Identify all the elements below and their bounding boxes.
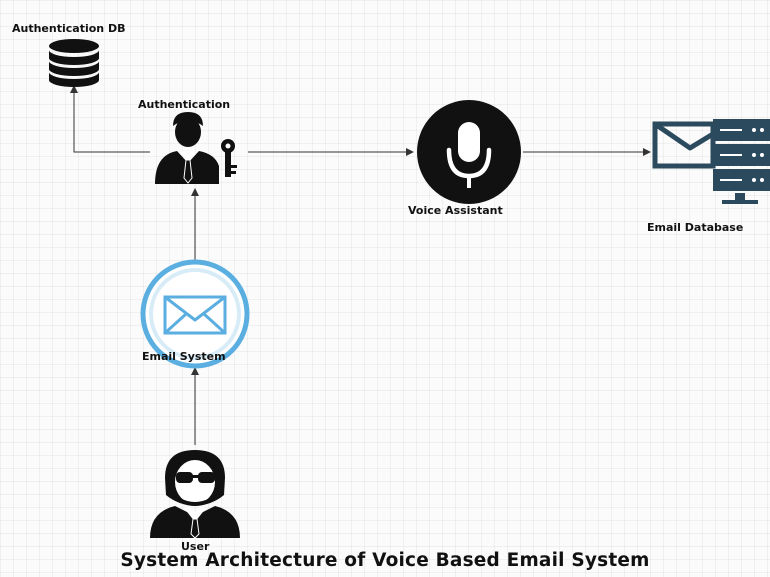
- email-server-icon: [652, 119, 770, 204]
- user-with-key-icon: [155, 112, 237, 184]
- node-label-authentication-db: Authentication DB: [12, 22, 126, 35]
- diagram-title: System Architecture of Voice Based Email…: [120, 550, 650, 571]
- node-label-email-system: Email System: [142, 350, 226, 363]
- node-label-user: User: [181, 540, 210, 553]
- edge-authentication-to-auth-db: [70, 85, 150, 153]
- connectors: [70, 85, 651, 445]
- node-label-voice-assistant: Voice Assistant: [408, 204, 503, 217]
- envelope-icon: [140, 259, 250, 369]
- node-label-authentication: Authentication: [138, 98, 231, 111]
- node-label-email-database: Email Database: [647, 221, 744, 234]
- database-icon: [49, 39, 99, 87]
- incognito-user-icon: [150, 450, 240, 539]
- microphone-icon: [417, 100, 521, 204]
